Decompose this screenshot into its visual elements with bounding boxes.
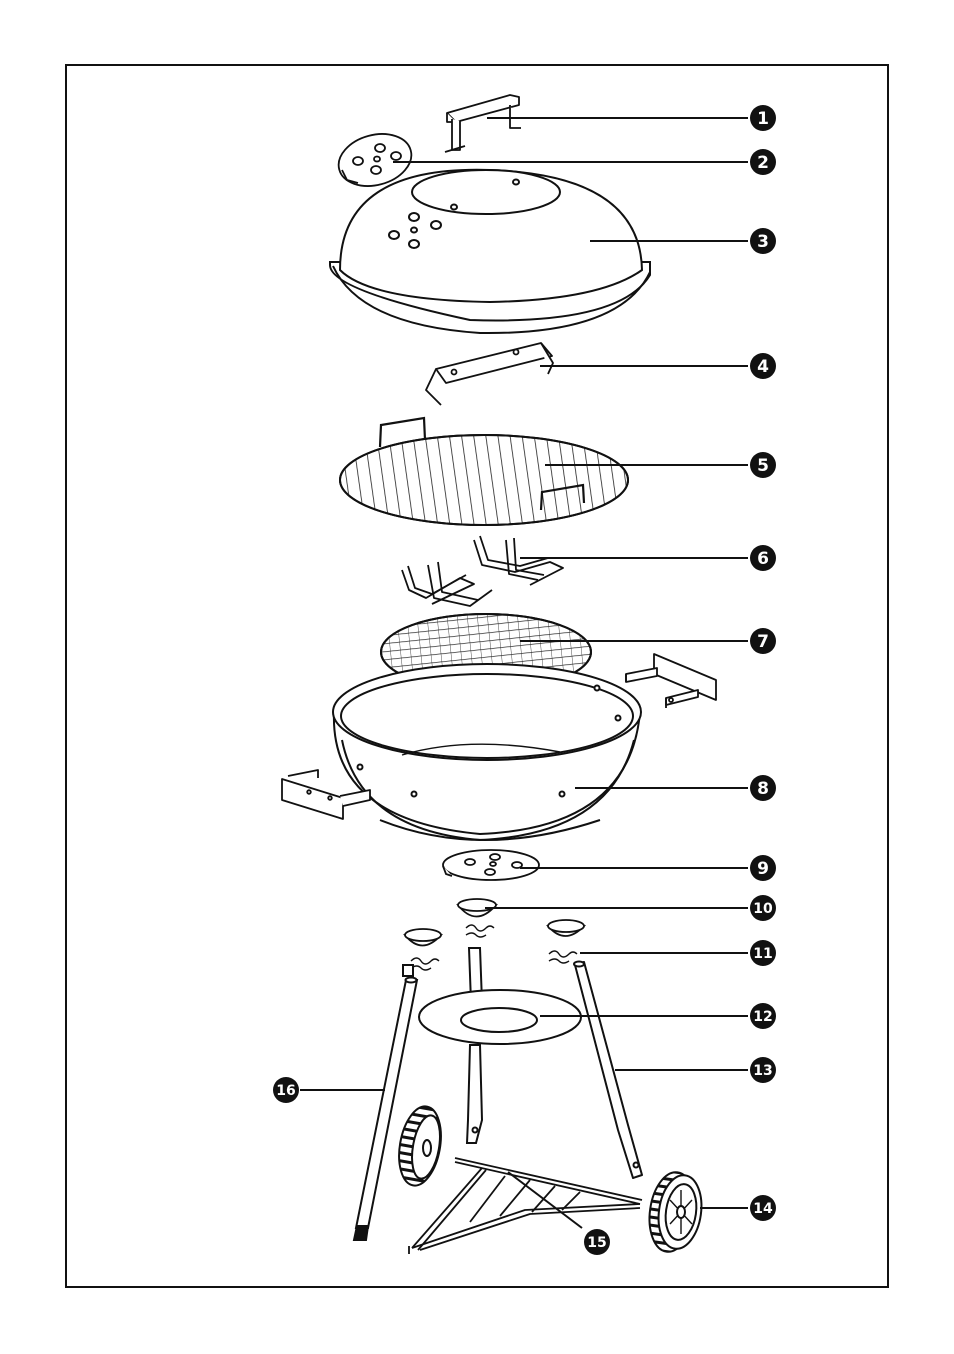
callout-number-wheel: 14 bbox=[753, 1201, 773, 1217]
left-leg-drawing bbox=[354, 965, 417, 1240]
bottom-vent-drawing bbox=[443, 850, 539, 880]
bowl-drawing bbox=[333, 664, 641, 840]
callout-number-bowl: 8 bbox=[757, 779, 769, 799]
callout-number-lid-holder: 4 bbox=[757, 357, 769, 377]
lid-holder-drawing bbox=[426, 343, 553, 405]
lid-drawing bbox=[330, 170, 650, 333]
callout-number-charcoal-rails: 6 bbox=[757, 549, 769, 569]
callout-number-lid: 3 bbox=[757, 232, 769, 252]
leg-caps-drawing bbox=[405, 899, 584, 946]
callout-number-left-leg: 16 bbox=[276, 1083, 295, 1099]
callout-number-cooking-grate: 5 bbox=[757, 456, 769, 476]
callout-number-handle: 1 bbox=[757, 109, 769, 129]
callout-number-lid-vent: 2 bbox=[757, 153, 769, 173]
callout-number-bottom-vent: 9 bbox=[757, 859, 769, 879]
side-bracket-right-drawing bbox=[626, 654, 716, 708]
callout-number-right-leg: 13 bbox=[753, 1063, 772, 1079]
callout-number-ash-tray: 12 bbox=[753, 1009, 772, 1025]
charcoal-rails-drawing bbox=[402, 536, 563, 606]
callout-number-charcoal-grate: 7 bbox=[757, 632, 769, 652]
handle-drawing bbox=[445, 95, 521, 152]
callout-number-clip: 11 bbox=[753, 946, 772, 962]
cooking-grate-drawing bbox=[340, 418, 628, 525]
callout-number-leg-cap: 10 bbox=[753, 901, 773, 917]
callout-number-base-frame: 15 bbox=[587, 1235, 606, 1251]
ash-tray-drawing bbox=[419, 948, 581, 1143]
